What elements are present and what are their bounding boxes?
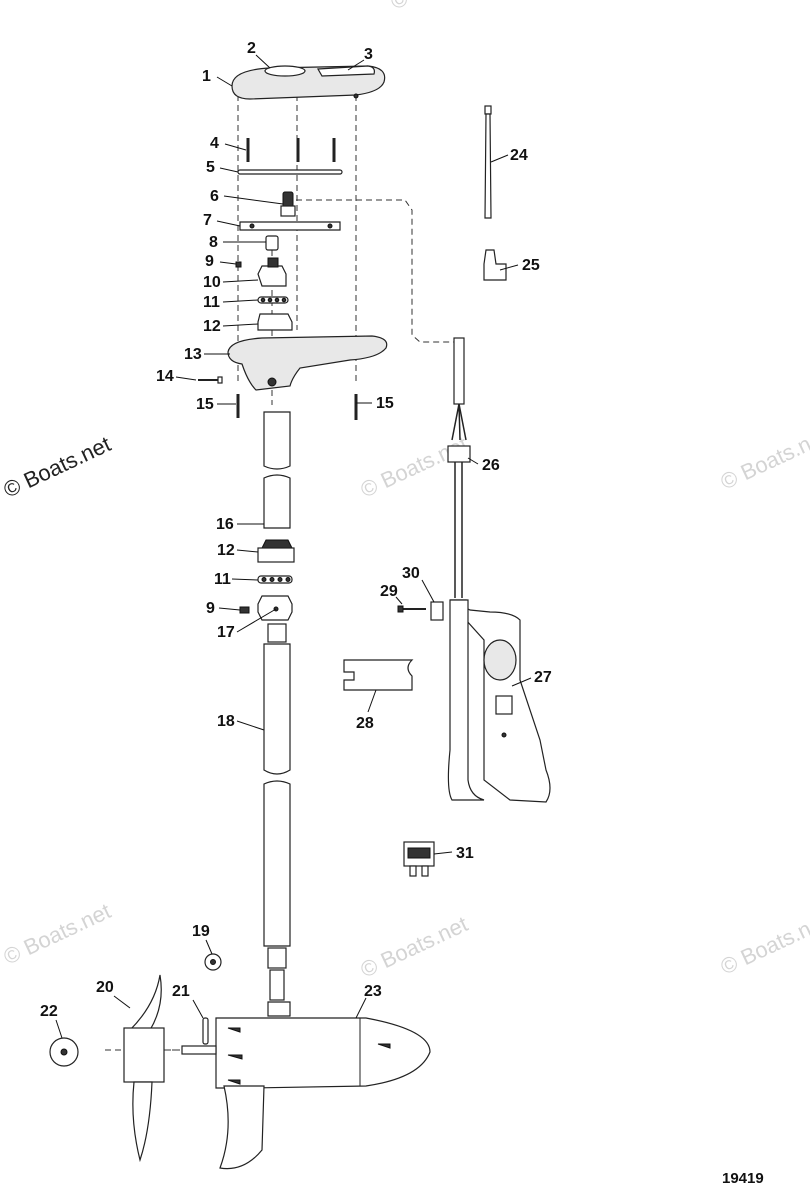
cable: [447, 337, 471, 598]
bearing-cup-lower: [257, 539, 295, 563]
figure-number: 19419: [722, 1170, 764, 1187]
callout-11: 11: [203, 294, 220, 311]
callouts: 1 2 3 4 5 6 7 8 9 10 11 12 13 14 15 15 1…: [40, 40, 552, 1020]
callout-9b: 9: [206, 600, 215, 617]
clip: [483, 249, 507, 281]
svg-text:© Boats.net: © Boats.net: [717, 908, 810, 979]
watermark-top: © Boats.net: [387, 0, 502, 15]
propeller: [123, 974, 165, 1163]
callout-2: 2: [247, 40, 256, 57]
callout-22: 22: [40, 1003, 58, 1020]
composite-shaft: [263, 623, 291, 1001]
pin: [198, 376, 223, 384]
callout-5: 5: [206, 159, 215, 176]
callout-4: 4: [210, 135, 219, 152]
control-housing: [227, 335, 388, 391]
svg-text:© Boats.net: © Boats.net: [717, 423, 810, 494]
bearing-top: [257, 296, 289, 304]
callout-8: 8: [209, 234, 218, 251]
bearing-cup-top: [257, 313, 293, 331]
cable-tie: [484, 105, 492, 219]
callout-15: 15: [196, 396, 214, 413]
callout-24: 24: [510, 147, 528, 164]
callout-27: 27: [534, 669, 552, 686]
plug: [403, 841, 435, 877]
watermark-right: © Boats.net: [717, 423, 810, 494]
svg-text:© Boats.net: © Boats.net: [0, 431, 115, 502]
callout-21: 21: [172, 983, 190, 1000]
callout-18: 18: [217, 713, 235, 730]
screws-15: [236, 394, 358, 420]
callout-14: 14: [156, 368, 174, 385]
watermark-bottom-right: © Boats.net: [717, 908, 810, 979]
callout-15b: 15: [376, 395, 394, 412]
bearing-lower: [257, 575, 293, 584]
lower-unit: [181, 1001, 431, 1170]
callout-19: 19: [192, 923, 210, 940]
callout-30: 30: [402, 565, 420, 582]
gasket: [237, 169, 343, 175]
svg-text:© Boats.net: © Boats.net: [387, 0, 502, 15]
callout-16: 16: [216, 516, 234, 533]
svg-text:© Boats.net: © Boats.net: [0, 898, 115, 969]
callout-20: 20: [96, 979, 114, 996]
steering-collar: [257, 595, 293, 621]
screws-4: [246, 138, 336, 162]
plate: [239, 221, 341, 231]
callout-10: 10: [203, 274, 221, 291]
callout-12b: 12: [217, 542, 235, 559]
callout-1: 1: [202, 68, 211, 85]
switch: [280, 191, 296, 217]
callout-3: 3: [364, 46, 373, 63]
callout-17: 17: [217, 624, 235, 641]
svg-text:© Boats.net: © Boats.net: [357, 911, 472, 982]
watermarks: © Boats.net © Boats.net © Boats.net © Bo…: [0, 0, 810, 983]
drive-pin: [202, 1017, 209, 1045]
set-screw-top: [235, 261, 242, 268]
collar: [257, 257, 287, 287]
tube: [263, 411, 291, 529]
watermark-bottom-center: © Boats.net: [357, 911, 472, 982]
watermark-left: © Boats.net: [0, 431, 115, 502]
callout-12: 12: [203, 318, 221, 335]
washer-nut: [204, 953, 222, 971]
callout-6: 6: [210, 188, 219, 205]
callout-26: 26: [482, 457, 500, 474]
screw-29: [397, 605, 426, 613]
pad: [430, 601, 444, 621]
callout-9: 9: [205, 253, 214, 270]
callout-25: 25: [522, 257, 540, 274]
prop-nut: [49, 1037, 79, 1067]
callout-23: 23: [364, 983, 382, 1000]
callout-7: 7: [203, 212, 212, 229]
callout-29: 29: [380, 583, 398, 600]
foot-pedal: [447, 599, 551, 803]
set-screw-lower: [239, 606, 250, 614]
top-cover: [231, 65, 386, 100]
callout-28: 28: [356, 715, 374, 732]
bushing: [265, 235, 279, 251]
watermark-bottom-left: © Boats.net: [0, 898, 115, 969]
callout-31: 31: [456, 845, 474, 862]
leader-lines: [55, 54, 532, 1039]
callout-11b: 11: [214, 571, 231, 588]
callout-13: 13: [184, 346, 202, 363]
bracket: [343, 659, 414, 691]
